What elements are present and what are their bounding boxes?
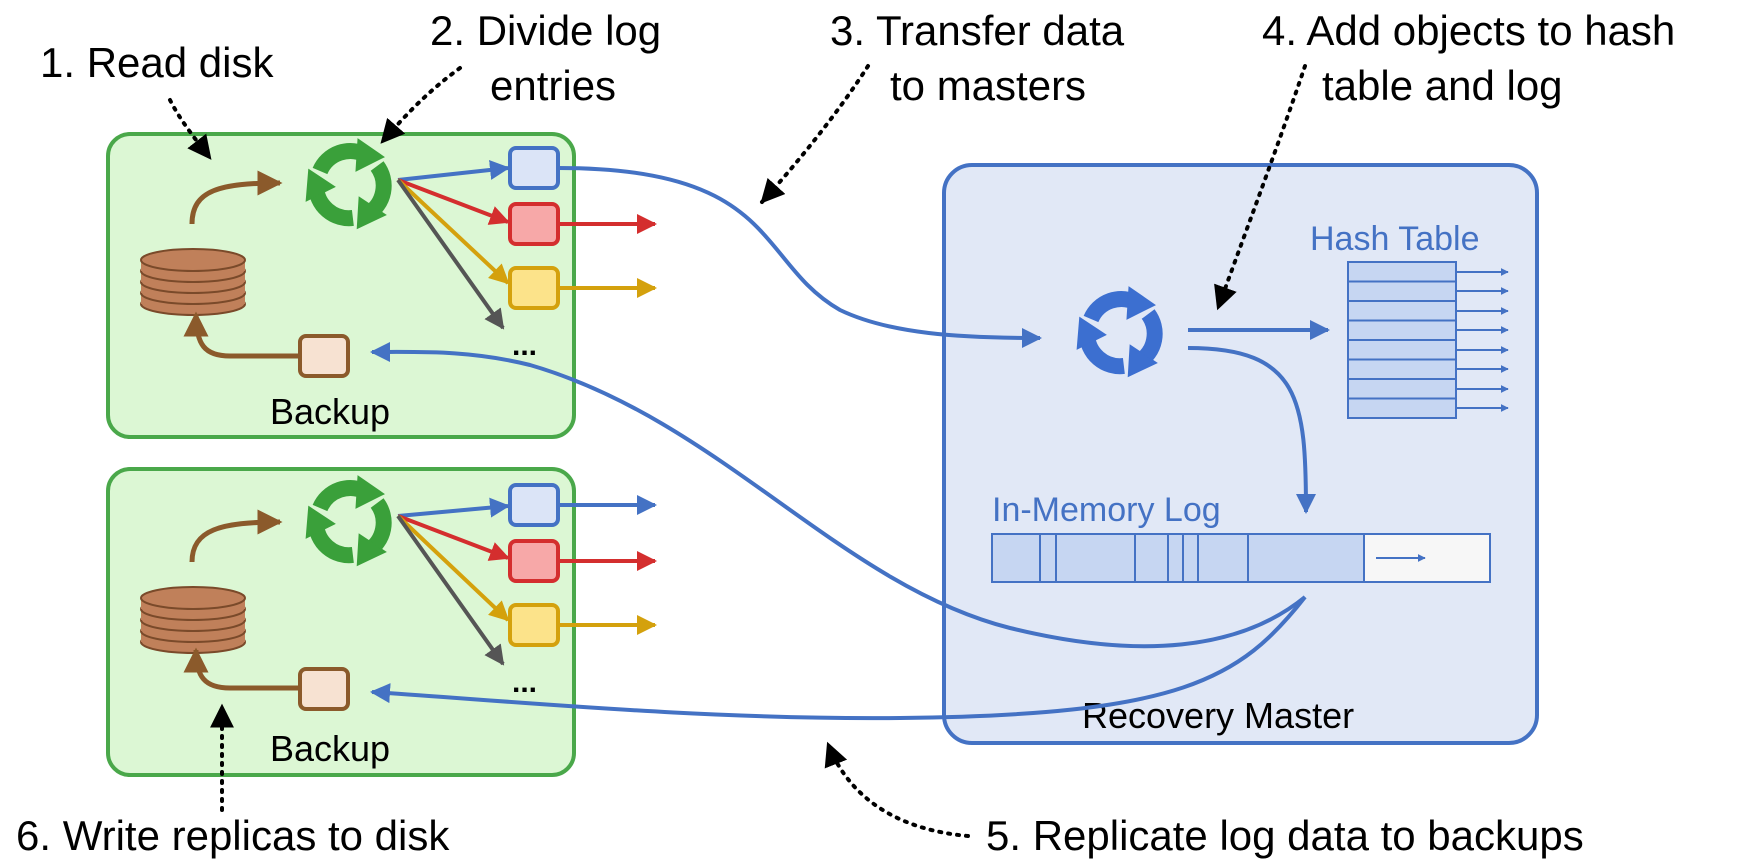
segment-arrow-gray bbox=[396, 514, 505, 666]
hash-table bbox=[1347, 261, 1509, 419]
step-4-label-line2: table and log bbox=[1322, 62, 1563, 109]
write-disk-arrow bbox=[183, 311, 299, 359]
step-2-label-line1: 2. Divide log bbox=[430, 7, 661, 54]
disk-stack-icon bbox=[140, 586, 246, 654]
more-segments: ... bbox=[512, 666, 537, 699]
segment-arrow-gray bbox=[396, 178, 505, 330]
segment-arrow-red bbox=[397, 514, 510, 561]
in-memory-log-label: In-Memory Log bbox=[992, 491, 1221, 529]
step-3-label-line1: 3. Transfer data bbox=[830, 7, 1125, 54]
segment-red bbox=[508, 202, 560, 246]
write-disk-arrow bbox=[183, 647, 299, 691]
to-log-arrow bbox=[1187, 346, 1316, 514]
segment-arrow-yellow bbox=[396, 178, 510, 285]
segment-arrow-yellow bbox=[396, 514, 510, 622]
replicate-arrow-top bbox=[370, 341, 1307, 649]
segment-blue bbox=[508, 483, 560, 527]
replicate-arrow-bottom bbox=[370, 595, 1307, 721]
backup-label: Backup bbox=[270, 391, 390, 432]
callout-2-arrow bbox=[380, 66, 462, 144]
callout-1-arrow bbox=[168, 98, 212, 160]
segment-blue bbox=[508, 146, 560, 190]
callout-5-arrow bbox=[824, 741, 970, 838]
segment-arrow-blue bbox=[397, 497, 510, 518]
backup-bottom: ... Backup bbox=[106, 467, 657, 777]
step-5-label: 5. Replicate log data to backups bbox=[986, 812, 1584, 859]
step-3-label-line2: to masters bbox=[890, 62, 1086, 109]
replica-segment bbox=[298, 334, 350, 378]
step-4-label-line1: 4. Add objects to hash bbox=[1262, 7, 1675, 54]
hash-table-label: Hash Table bbox=[1310, 220, 1480, 258]
segment-yellow bbox=[508, 603, 560, 647]
segment-arrow-red bbox=[397, 178, 510, 225]
more-segments: ... bbox=[512, 329, 537, 362]
in-memory-log bbox=[991, 533, 1491, 583]
step-2-label-line2: entries bbox=[490, 62, 616, 109]
disk-stack-icon bbox=[140, 248, 246, 316]
read-disk-arrow bbox=[189, 509, 283, 563]
callout-3-arrow bbox=[760, 64, 870, 204]
replica-segment bbox=[298, 667, 350, 711]
backup-label: Backup bbox=[270, 728, 390, 769]
segment-arrow-blue bbox=[397, 160, 510, 182]
step-1-label: 1. Read disk bbox=[40, 39, 274, 86]
callout-4-arrow bbox=[1214, 64, 1307, 311]
segment-yellow bbox=[508, 266, 560, 310]
segment-red bbox=[508, 539, 560, 583]
backup-top: ... Backup bbox=[106, 132, 657, 439]
recovery-master: Hash Table In-M bbox=[942, 163, 1539, 745]
transfer-data-arrow bbox=[557, 166, 1042, 348]
backup-top-box bbox=[106, 132, 576, 439]
read-disk-arrow bbox=[189, 170, 283, 225]
step-6-label: 6. Write replicas to disk bbox=[16, 812, 450, 859]
